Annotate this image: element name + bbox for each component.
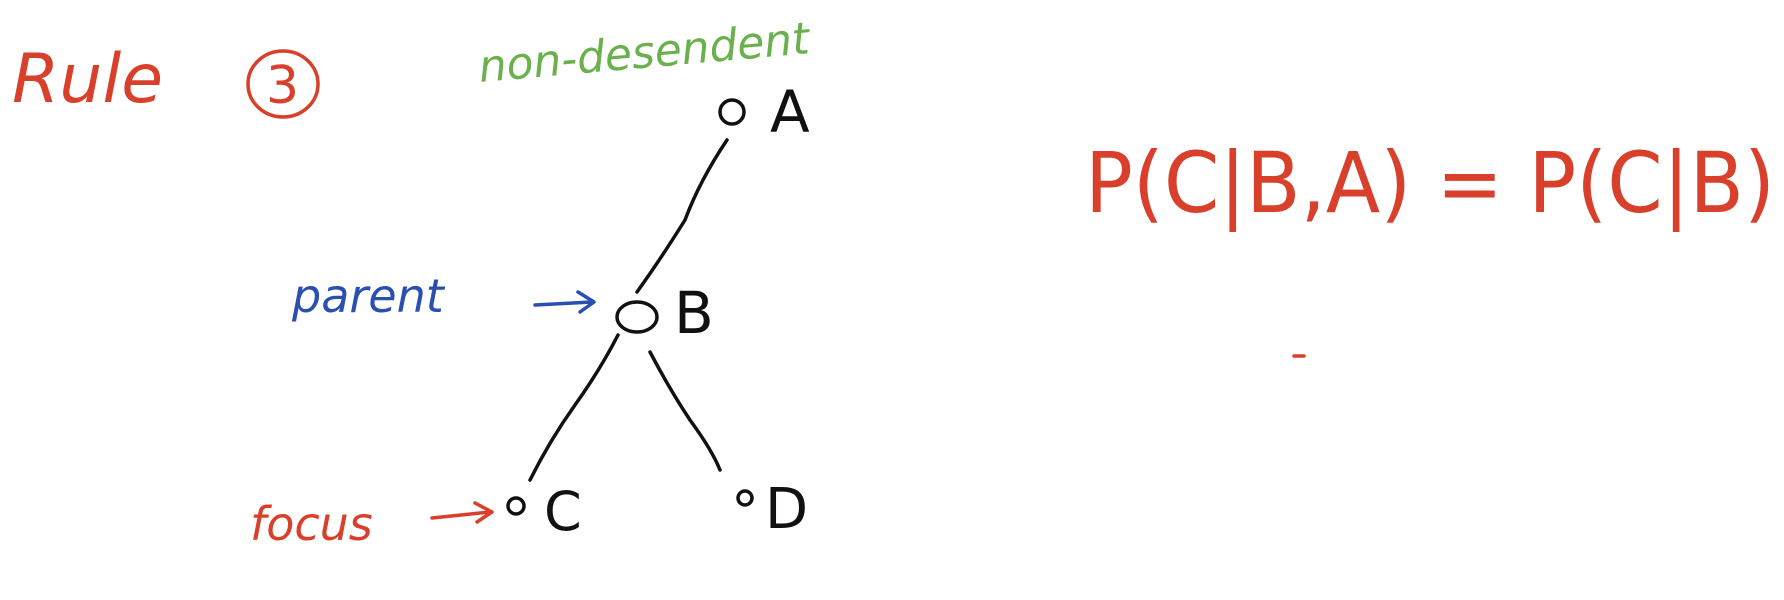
- node-b-label: B: [674, 279, 714, 347]
- node-a-label: A: [770, 78, 810, 146]
- edge-a-b: [635, 138, 729, 294]
- focus-arrow: [430, 501, 494, 524]
- parent-label: parent: [291, 269, 446, 323]
- focus-label: focus: [250, 497, 373, 551]
- node-d-dot: [736, 489, 754, 507]
- rule-label: Rule: [12, 40, 163, 119]
- node-c-dot: [506, 496, 526, 516]
- rule-number-circle: [246, 49, 320, 119]
- node-a-dot: [718, 98, 746, 126]
- non-descendant-label: non-desendent: [477, 13, 814, 93]
- node-b-dot: [615, 300, 659, 334]
- equation: P(C|B,A) = P(C|B): [1085, 134, 1775, 232]
- edge-b-d: [648, 350, 722, 472]
- parent-arrow: [533, 290, 596, 314]
- rule-number: 3: [266, 56, 299, 116]
- edge-b-c: [528, 333, 620, 482]
- node-c-label: C: [544, 480, 582, 543]
- node-d-label: D: [765, 477, 808, 542]
